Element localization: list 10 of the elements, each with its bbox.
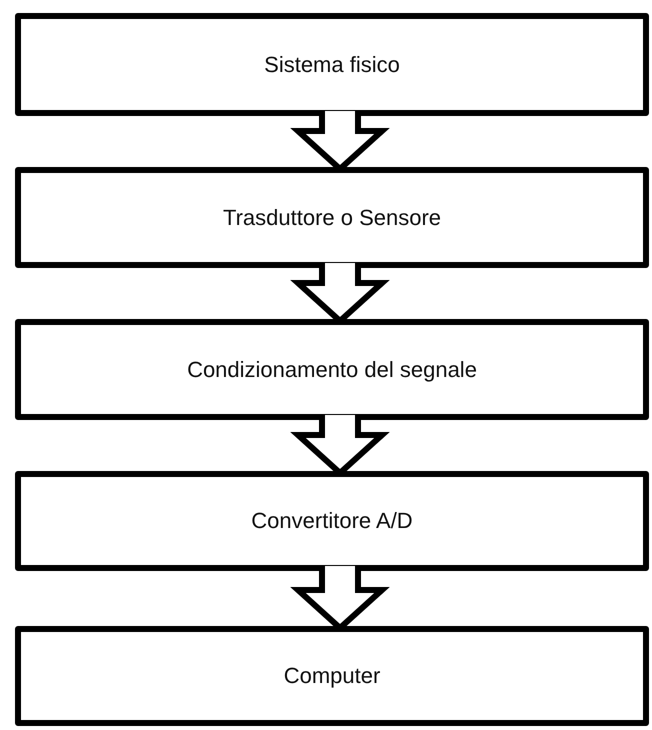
box-label: Sistema fisico <box>264 52 400 78</box>
process-box <box>15 13 649 116</box>
process-box <box>15 626 649 726</box>
box-label: Trasduttore o Sensore <box>222 204 442 230</box>
process-box <box>15 319 649 420</box>
box-label: Condizionamento del segnale <box>187 356 477 382</box>
process-box <box>15 471 649 571</box>
box-label: Convertitore A/D <box>251 508 413 534</box>
process-box <box>15 167 649 268</box>
box-label: Computer <box>284 663 380 689</box>
